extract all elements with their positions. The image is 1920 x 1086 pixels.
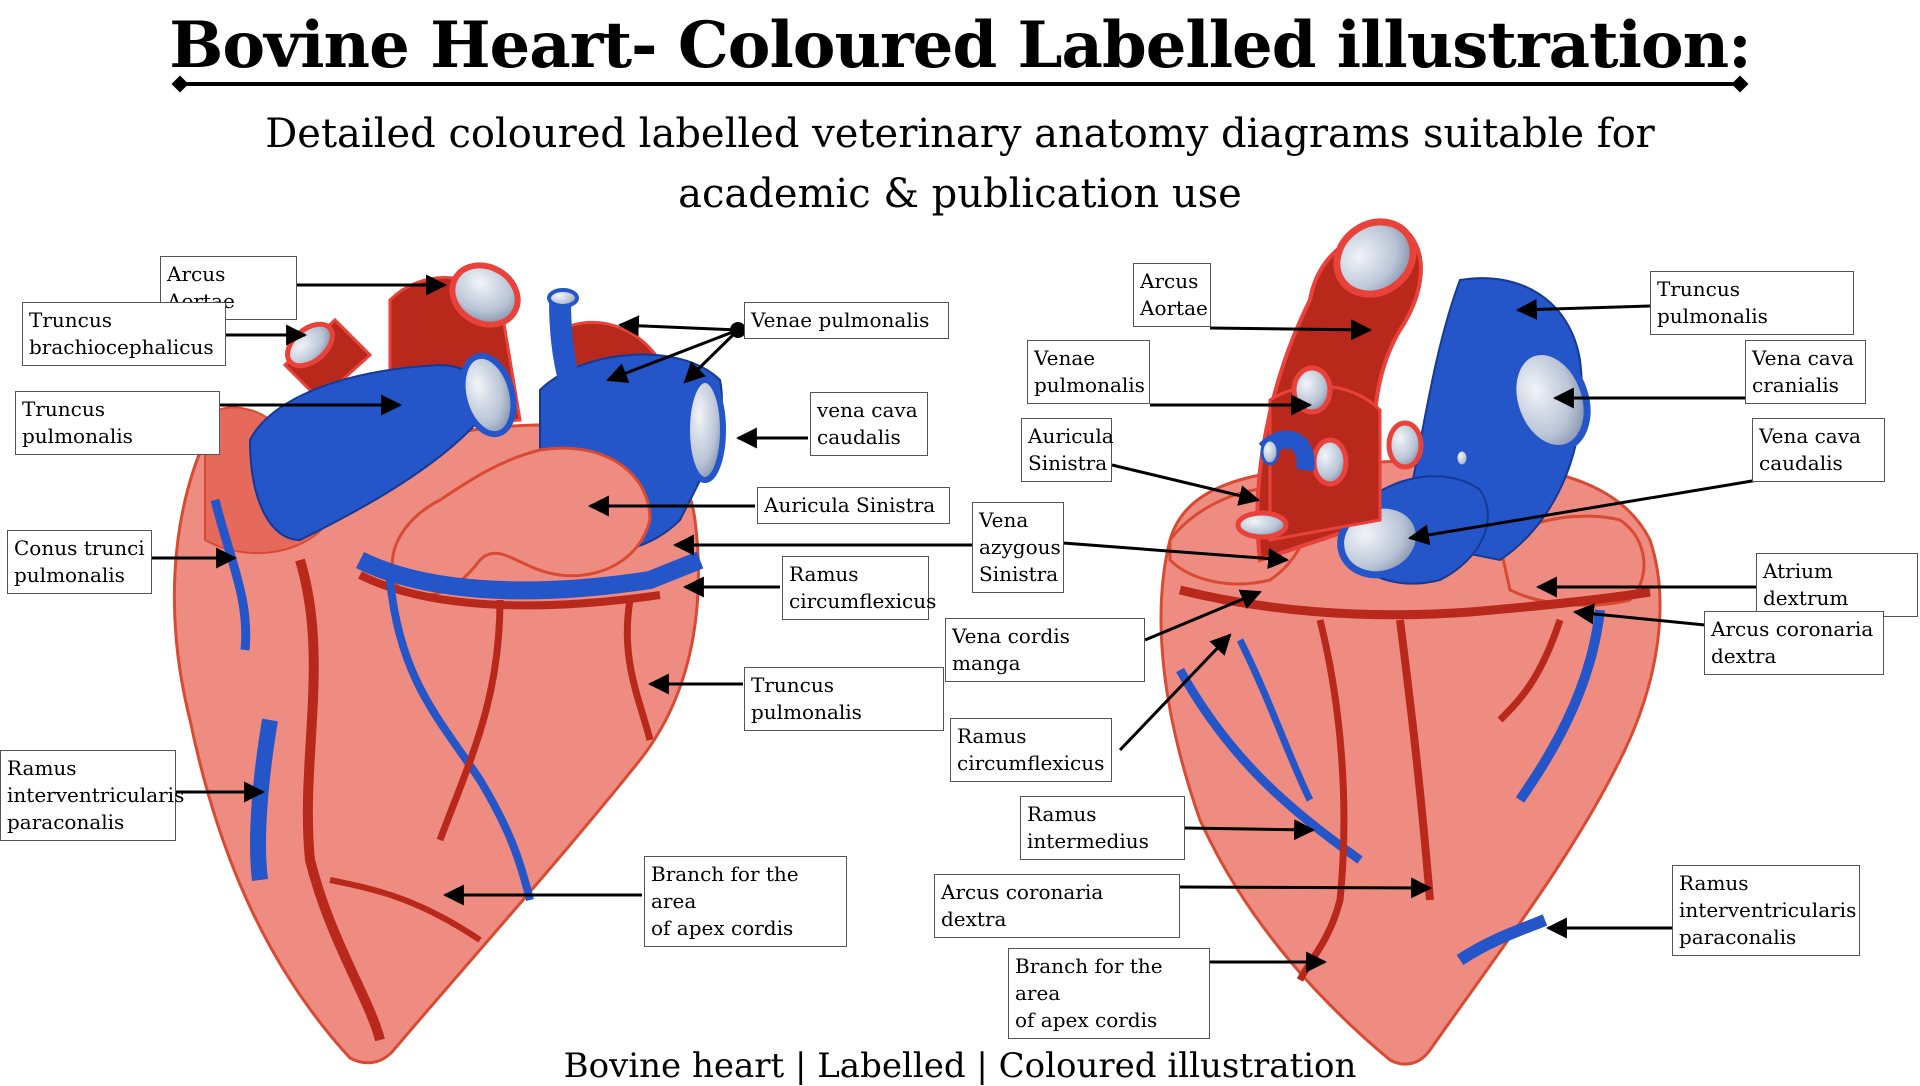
label-right-vena-cava-caudalis: Vena cava caudalis (1752, 418, 1885, 482)
label-right-vena-cava-cranialis: Vena cava cranialis (1745, 340, 1866, 404)
label-left-branch-apex-cordis: Branch for the area of apex cordis (644, 856, 847, 947)
left-vena-cava-lumen (684, 377, 726, 483)
left-heart (172, 262, 726, 1065)
right-intermedius-artery (1396, 619, 1434, 901)
left-aorta-lumen (449, 262, 521, 328)
right-aorta-lumen (1333, 218, 1417, 298)
label-right-branch-apex-cordis: Branch for the area of apex cordis (1008, 948, 1210, 1039)
left-conus-vein (210, 498, 251, 651)
label-left-truncus-pulmonalis-mid: Truncus pulmonalis (744, 667, 944, 731)
right-azygous-lumen (1260, 438, 1280, 466)
left-pulmonary-trunk-lumen (459, 352, 517, 438)
right-circumflex-vein (1176, 667, 1363, 864)
right-pulmonary-vein-lumen-2 (1311, 437, 1349, 487)
title-underline (180, 82, 1740, 86)
label-left-truncus-brachiocephalicus: Truncus brachiocephalicus (22, 302, 226, 366)
right-pulmonary-vein-lumen-3 (1386, 420, 1424, 470)
left-venae-pulmonalis-lumen (547, 288, 579, 308)
left-venae-pulmonalis-vessel (549, 299, 646, 480)
left-pulmonary-trunk (248, 363, 486, 542)
label-right-arcus-coronaria-dextra-right: Arcus coronaria dextra (1704, 611, 1884, 675)
label-right-atrium-dextrum: Atrium dextrum (1756, 553, 1918, 617)
page-title: Bovine Heart- Coloured Labelled illustra… (169, 8, 1752, 83)
left-coronary-groove (355, 551, 704, 600)
label-left-auricula-sinistra: Auricula Sinistra (757, 487, 950, 524)
left-branch-vein (386, 579, 534, 901)
label-left-conus-trunci-pulmonalis: Conus trunci pulmonalis (7, 530, 152, 594)
right-vena-azygous-lumen (1235, 510, 1289, 540)
right-heart (1159, 218, 1662, 1066)
label-right-ramus-intermedius: Ramus intermedius (1020, 796, 1185, 860)
left-circumflex-artery (358, 571, 661, 610)
left-auricle (390, 446, 652, 597)
venae-pulmonalis-junction-dot (730, 322, 746, 338)
label-left-vena-cava-caudalis: vena cava caudalis (810, 392, 928, 456)
right-paraconal-vein-lower (1456, 914, 1548, 966)
right-cranial-vena-cava-lumen (1509, 348, 1591, 452)
label-right-vena-cordis-manga: Vena cordis manga (945, 618, 1145, 682)
label-right-arcus-aortae: Arcus Aortae (1133, 263, 1211, 327)
label-left-venae-pulmonalis: Venae pulmonalis (744, 302, 949, 339)
left-arrows (150, 274, 975, 906)
label-left-ramus-interventricularis-paraconalis: Ramus interventricularis paraconalis (0, 750, 184, 841)
label-right-arcus-coronaria-dextra-left: Arcus coronaria dextra (934, 874, 1180, 938)
label-left-ramus-circumflexicus: Ramus circumflexicus (782, 556, 936, 620)
label-right-auricula-sinistra: Auricula Sinistra (1021, 418, 1114, 482)
right-circumflex-vein-2 (1236, 638, 1314, 802)
right-branch-artery (1497, 618, 1564, 723)
label-right-venae-pulmonalis: Venae pulmonalis (1027, 340, 1150, 404)
label-right-vena-azygous-sinistra: Vena azygous Sinistra (972, 502, 1064, 593)
figure-caption: Bovine heart | Labelled | Coloured illus… (563, 1046, 1357, 1086)
right-small-vein-lumen (1454, 448, 1470, 468)
label-right-truncus-pulmonalis: Truncus pulmonalis (1650, 271, 1854, 335)
label-left-truncus-pulmonalis-top: Truncus pulmonalis (15, 391, 220, 455)
page-subtitle: Detailed coloured labelled veterinary an… (265, 111, 1655, 217)
right-paraconal-vein (1515, 609, 1605, 803)
left-branch-artery-1 (436, 599, 504, 842)
label-right-ramus-interventricularis-paraconalis: Ramus interventricularis paraconalis (1672, 865, 1860, 956)
left-paraconal-vein (250, 718, 278, 881)
left-branch-artery-2 (623, 599, 654, 741)
right-arrows (1062, 298, 1759, 973)
label-right-ramus-circumflexicus: Ramus circumflexicus (950, 718, 1112, 782)
left-paraconal-artery (295, 558, 385, 1042)
left-apex-branch-artery (329, 877, 482, 943)
